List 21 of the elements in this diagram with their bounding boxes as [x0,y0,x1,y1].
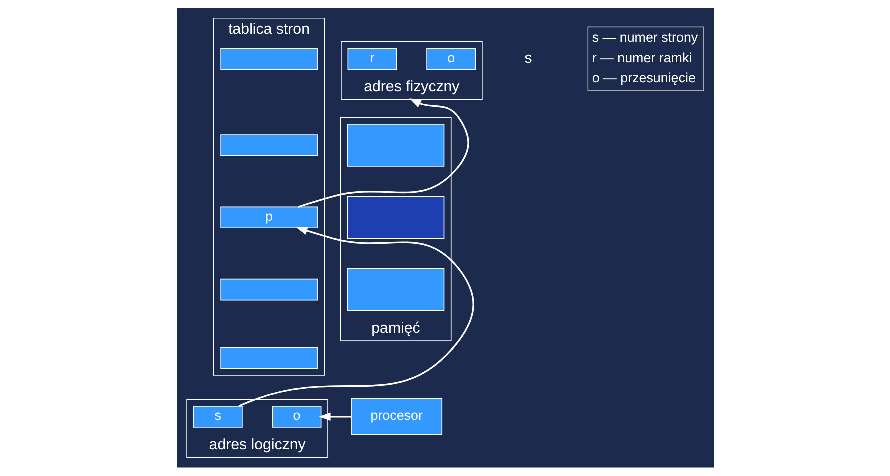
node-box: p [220,206,318,229]
node-box: r [347,48,397,70]
node-box: s [192,406,242,428]
node-box [220,48,318,70]
label: s [524,50,532,67]
label: r — numer ramki [592,50,692,66]
node-box: procesor [350,398,442,436]
node-box [220,134,318,156]
label: o — przesunięcie [592,70,696,86]
arrow [238,227,474,408]
arrow [318,412,351,422]
node-box [346,268,444,312]
node-box [346,196,444,240]
label: s — numer strony [592,30,698,46]
cluster: pamięć [340,117,452,342]
node-box [220,347,318,370]
node-box [346,124,444,167]
node-box: o [426,48,476,70]
node-box [220,278,318,301]
node-box: o [272,406,322,428]
arrow [298,98,469,208]
